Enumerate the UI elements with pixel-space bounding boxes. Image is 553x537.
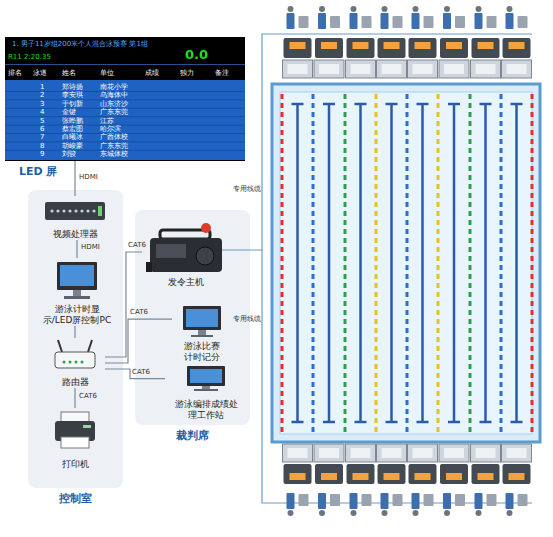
screen-text: 7: [40, 134, 44, 141]
network-cable: [74, 326, 75, 338]
network-cable: [105, 252, 142, 357]
results-workstation: 游泳编排成绩处理工作站: [165, 363, 247, 421]
starter-unit: 发令主机: [142, 216, 230, 288]
room-group: 裁判席发令主机游泳比赛计时记分游泳编排成绩处理工作站: [135, 210, 250, 425]
screen-text: 南花小学: [100, 84, 128, 91]
screen-text: 蔡宏图: [62, 126, 83, 133]
cable-type-label: HDMI: [79, 174, 98, 181]
screen-text: 白曦冰: [62, 134, 83, 141]
screen-text: 金键: [62, 109, 76, 116]
network-cable: [105, 319, 172, 363]
network-cable: [74, 161, 75, 196]
network-cable: [76, 240, 77, 258]
screen-text: 1: [40, 84, 44, 91]
screen-text: 山东济沙: [100, 101, 128, 108]
screen-text: 李安琪: [62, 92, 83, 99]
cable-type-label: CAT6: [79, 393, 97, 400]
screen-text: 5: [40, 118, 44, 125]
screen-text: 广东东莞: [100, 109, 128, 116]
screen-text: 1. 男子11岁组200米个人混合泳预赛 第1组: [12, 41, 148, 48]
screen-text: 东城体校: [100, 151, 128, 158]
router: 路由器: [45, 338, 105, 388]
group-caption: 控制室: [28, 491, 123, 506]
cable-type-label: CAT6: [132, 369, 150, 376]
printer: 打印机: [45, 408, 105, 470]
network-cable: [105, 369, 165, 379]
screen-text: 姓名: [62, 70, 76, 77]
screen-text: 刘骏: [62, 151, 76, 158]
screen-text: 3: [40, 101, 44, 108]
video-processor: 视频处理器: [40, 196, 110, 240]
cable-type-label: CAT6: [128, 242, 146, 249]
screen-text: 张晔鹏: [62, 118, 83, 125]
device-label: 游泳比赛计时记分: [183, 341, 221, 363]
screen-text: 排名: [8, 70, 22, 77]
screen-text: 4: [40, 109, 44, 116]
room-group: 控制室视频处理器游泳计时显示/LED屏控制PC路由器打印机: [28, 190, 123, 488]
screen-text: 备注: [215, 70, 229, 77]
screen-text: 泳道: [33, 70, 47, 77]
device-label: 游泳编排成绩处理工作站: [175, 399, 238, 421]
device-label: 视频处理器: [40, 229, 110, 240]
screen-text: 于钊新: [62, 101, 83, 108]
group-caption: 裁判席: [135, 428, 250, 443]
screen-text: 单位: [100, 70, 114, 77]
screen-text: 乌海体中: [100, 92, 128, 99]
scoring-pc: 游泳比赛计时记分: [172, 303, 232, 363]
screen-text: 0.0: [185, 48, 208, 61]
device-label: 发令主机: [142, 277, 230, 288]
screen-text: 6: [40, 126, 44, 133]
screen-text: 广东东莞: [100, 143, 128, 150]
screen-text: 胡峻豪: [62, 143, 83, 150]
cable-label: 专用线缆: [233, 316, 261, 323]
device-label: 路由器: [45, 377, 105, 388]
screen-caption: LED 屏: [19, 164, 57, 179]
screen-text: 2: [40, 92, 44, 99]
screen-text: 独力: [180, 70, 194, 77]
screen-text: 成绩: [145, 70, 159, 77]
cable-type-label: HDMI: [81, 244, 100, 251]
screen-text: R11 2:20.35: [8, 54, 51, 61]
device-label: 打印机: [45, 459, 105, 470]
cable-type-label: CAT6: [130, 309, 148, 316]
screen-text: 哈尔滨: [100, 126, 121, 133]
screen-text: 8: [40, 143, 44, 150]
network-cable: [74, 388, 75, 408]
screen-text: 江苏: [100, 118, 114, 125]
screen-text: 郑诗扬: [62, 84, 83, 91]
control-pc: 游泳计时显示/LED屏控制PC: [32, 258, 122, 326]
screen-text: 广西体校: [100, 134, 128, 141]
cable-label: 专用线缆: [233, 186, 261, 193]
screen-text: 9: [40, 151, 44, 158]
device-label: 游泳计时显示/LED屏控制PC: [42, 304, 112, 326]
